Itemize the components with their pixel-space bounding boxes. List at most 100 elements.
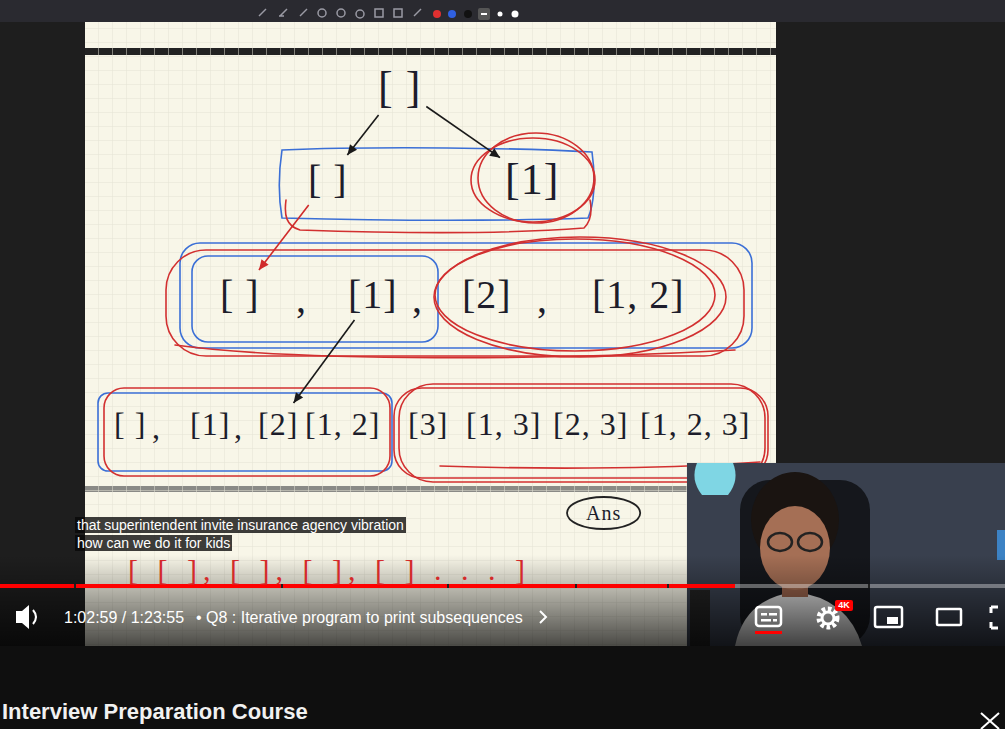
video-title-box: Interview Preparation Course [2,699,308,725]
fullscreen-icon [991,607,998,628]
subset-list: [ ] [378,66,421,110]
lasso-icon [337,9,345,17]
arrow-head [294,392,304,403]
shape-icon [318,9,326,17]
comma-box: , [296,275,306,323]
tree-arrow [294,320,355,403]
tree-arrow [426,107,500,158]
subset-list: [1] [505,158,559,202]
chapter-chevron [540,611,546,623]
camera-icon [356,10,364,18]
subtitles-icon [761,619,771,622]
quality-badge [835,600,853,611]
subset-list: [1, 2] [305,408,380,440]
subset-list: [1, 2] [592,275,685,315]
comma: , [152,409,160,445]
group-loops [98,133,768,482]
quality-badge-text-box: 4K [835,600,853,611]
image-icon [375,9,383,17]
subset-list: [2] [258,408,298,440]
comma-box: , [152,408,160,446]
comma: , [234,409,242,445]
red-loop [175,345,735,358]
subtitles-icon [761,613,767,616]
subtitles-active-bar [755,631,782,634]
subset-text: [1] [190,408,230,440]
chapter-title-box: • Q8 : Iterative program to print subseq… [196,608,523,627]
volume-icon [33,610,36,624]
volume-icon [16,605,29,629]
video-title: Interview Preparation Course [2,699,308,724]
subset-list: [ ] [308,160,348,200]
subset-text: [ ] [308,160,348,200]
subset-text: [1, 2, 3] [640,408,750,440]
close-icon [981,713,999,729]
miniplayer-icon [887,617,898,624]
size-swatch [478,8,490,20]
subset-text: [2] [462,275,512,315]
comma-box: , [537,275,547,323]
subset-text: [1, 2] [305,408,380,440]
eraser-icon [279,9,287,16]
caption-box: that superintendent invite insurance age… [75,516,420,552]
paper-grid [85,22,776,646]
subset-list: [2] [462,275,512,315]
color-dot [448,10,456,18]
subset-list: [3] [408,408,448,440]
subset-text: [2, 3] [553,408,628,440]
subset-list: [1] [190,408,230,440]
quality-badge-text: 4K [835,600,853,611]
theater-icon [937,609,961,625]
red-loop [104,388,390,476]
lamp [694,463,735,495]
comma: , [537,276,547,321]
page-ground [0,646,1005,729]
answer-list: [ [ ], [ ], [ ], [ ] . . . ] [128,553,531,586]
arrow-line [347,115,378,155]
subset-list: [1] [348,275,398,315]
subset-text: [2] [258,408,298,440]
red-loop [435,239,715,351]
subset-list: [1, 2, 3] [640,408,750,440]
blue-loop [98,393,392,471]
arrow-line [294,320,355,403]
settings-gear [819,609,837,627]
red-loop [434,237,726,357]
subtitles-icon [769,613,777,616]
answer-ring [567,497,640,529]
subset-text: [1, 3] [466,408,541,440]
arrow-head [489,148,500,157]
subset-text: [ ] [378,66,421,110]
chapter-title: • Q8 : Iterative program to print subseq… [196,609,523,626]
caption: that superintendent invite insurance age… [75,517,406,551]
size-dot [498,12,503,17]
subset-text: [1] [505,158,559,202]
time-display: 1:02:59 / 1:23:55 [64,609,184,626]
comma-box: , [234,408,242,446]
subset-text: [1] [348,275,398,315]
tree-arrow [259,205,309,270]
size-swatch [481,13,487,15]
subset-list: [ ] [114,408,146,440]
blue-loop [192,256,438,342]
glasses [798,533,822,551]
red-loop [478,133,594,223]
time-display-box: 1:02:59 / 1:23:55 [64,608,184,627]
laser-icon [414,9,421,16]
video-ground [0,0,1005,646]
subset-text: [ ] [114,408,146,440]
answer-ellipse: Ans [566,496,641,530]
comma: , [412,276,422,321]
toolbar-icons [259,9,421,18]
subset-text: Ans [586,503,621,523]
color-dot [433,10,441,18]
glasses [768,533,792,551]
subset-text: [3] [408,408,448,440]
chapter-gap [74,584,76,588]
chapter-gap [868,584,870,588]
chapter-gap [667,584,669,588]
subtitles-icon [773,619,777,622]
arrow-line [426,107,500,158]
subset-text: [ ] [220,275,260,315]
